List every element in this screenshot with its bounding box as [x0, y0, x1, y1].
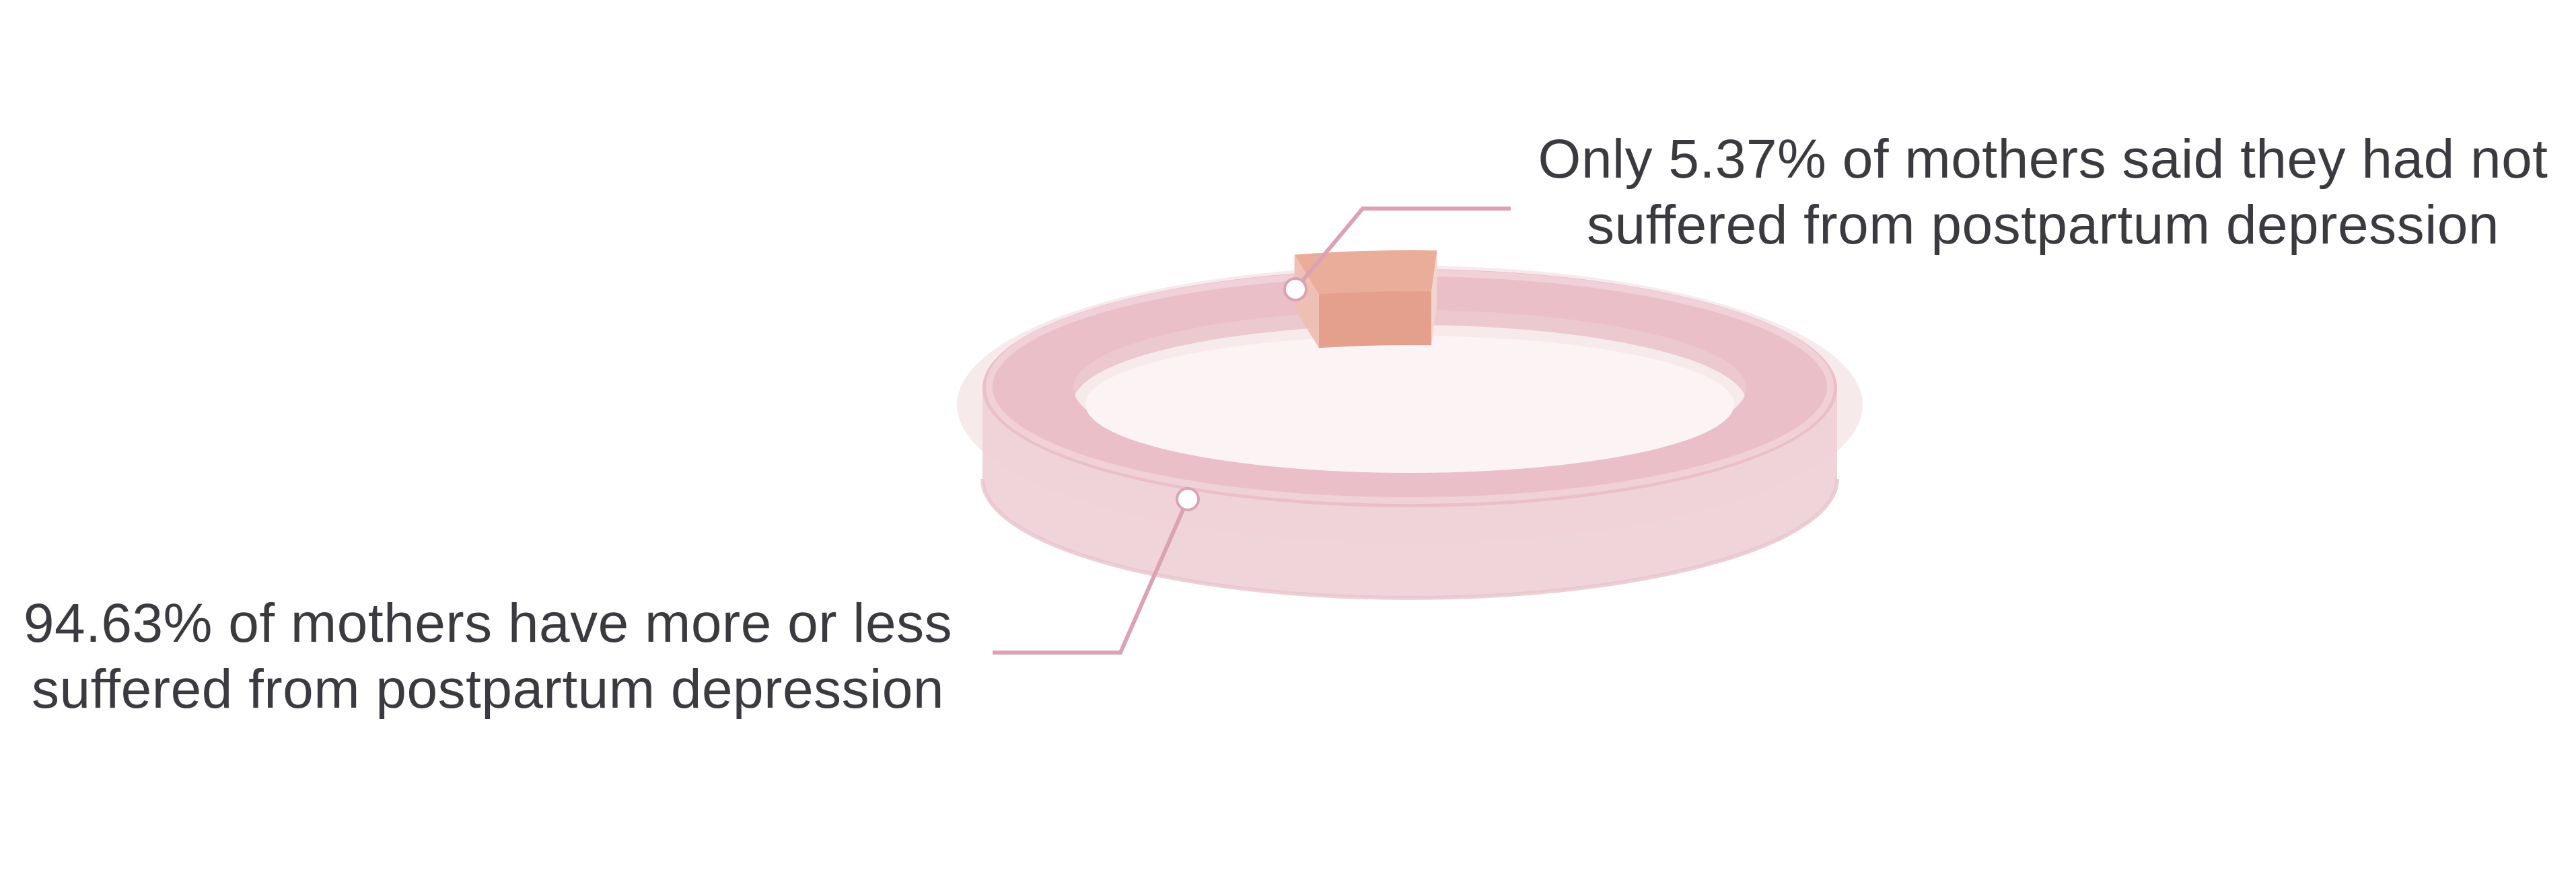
slice-not-suffered-top: [1294, 250, 1437, 295]
slice-not-suffered-side: [1294, 254, 1319, 348]
slice-not-suffered-right-facet: [1431, 250, 1437, 346]
slice-label-not-suffered-line-2: suffered from postpartum depression: [1586, 194, 2499, 256]
slice-not-suffered-face: [1318, 291, 1431, 348]
ring-hole: [1085, 336, 1734, 473]
ring-bottom-rim: [980, 478, 1839, 600]
ring-inner-wall: [1073, 310, 1746, 403]
slice-label-suffered-line-1: 94.63% of mothers have more or less: [23, 593, 953, 654]
leader-line-suffered: [993, 498, 1190, 655]
ring-top-highlight: [985, 270, 1834, 504]
slice-label-not-suffered: Only 5.37% of mothers said they had not …: [1522, 126, 2564, 258]
ring-outer-wall: [982, 388, 1837, 598]
leader-layer: [993, 207, 1511, 655]
anchor-dot-not-suffered: [1283, 277, 1308, 301]
anchor-dot-suffered: [1176, 487, 1200, 511]
ring-layer: [956, 250, 1863, 600]
leader-line-not-suffered: [1293, 207, 1511, 291]
slice-label-suffered-line-2: suffered from postpartum depression: [31, 659, 944, 720]
slice-label-not-suffered-line-1: Only 5.37% of mothers said they had not: [1538, 128, 2548, 190]
slice-label-suffered: 94.63% of mothers have more or less suff…: [7, 591, 969, 722]
